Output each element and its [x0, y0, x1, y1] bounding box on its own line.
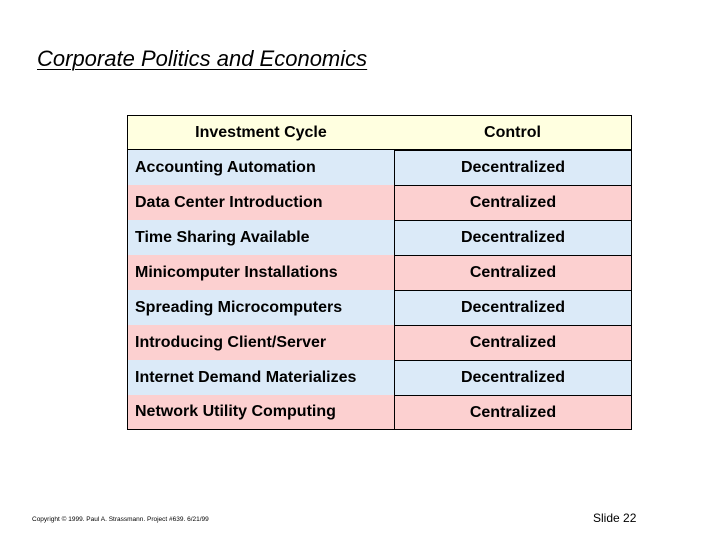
- copyright-notice: Copyright © 1999. Paul A. Strassmann. Pr…: [32, 516, 209, 523]
- table-row: Spreading Microcomputers Decentralized: [127, 290, 632, 325]
- table-row: Data Center Introduction Centralized: [127, 185, 632, 220]
- cycle-cell: Data Center Introduction: [135, 193, 323, 211]
- table-row: Introducing Client/Server Centralized: [127, 325, 632, 360]
- slide-title: Corporate Politics and Economics: [37, 46, 368, 71]
- table-row: Network Utility Computing Centralized: [127, 395, 632, 430]
- cycle-cell: Internet Demand Materializes: [135, 368, 357, 386]
- cycle-cell: Time Sharing Available: [135, 228, 310, 246]
- control-cell: Decentralized: [393, 290, 631, 325]
- control-cell: Decentralized: [393, 150, 631, 185]
- cycle-cell: Accounting Automation: [135, 158, 316, 176]
- header-investment-cycle: Investment Cycle: [195, 123, 327, 141]
- control-cell: Centralized: [393, 255, 631, 290]
- table-row: Accounting Automation Decentralized: [127, 150, 632, 185]
- cycle-cell: Spreading Microcomputers: [135, 298, 343, 316]
- table-header-row: Investment Cycle Control: [127, 115, 632, 150]
- control-cell: Decentralized: [393, 220, 631, 255]
- table-row: Minicomputer Installations Centralized: [127, 255, 632, 290]
- investment-cycle-table: Investment Cycle Control Accounting Auto…: [127, 115, 632, 430]
- control-cell: Centralized: [393, 395, 631, 429]
- cycle-cell: Introducing Client/Server: [135, 333, 327, 351]
- control-cell: Centralized: [393, 325, 631, 360]
- cycle-cell: Minicomputer Installations: [135, 263, 338, 281]
- cycle-cell: Network Utility Computing: [135, 403, 336, 420]
- header-control: Control: [484, 123, 541, 141]
- table-row: Time Sharing Available Decentralized: [127, 220, 632, 255]
- control-cell: Decentralized: [393, 360, 631, 395]
- table-row: Internet Demand Materializes Decentraliz…: [127, 360, 632, 395]
- slide-number: Slide 22: [593, 511, 637, 525]
- control-cell: Centralized: [393, 185, 631, 220]
